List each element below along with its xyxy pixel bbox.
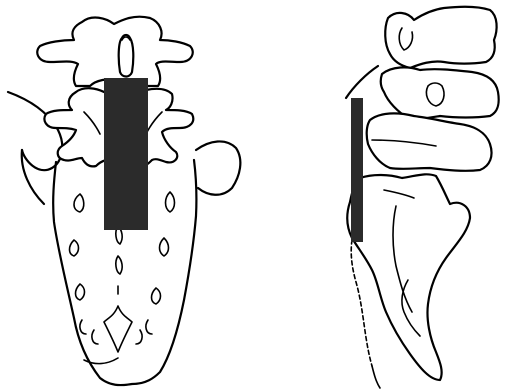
sacral-cornu-right	[136, 330, 142, 344]
lateral-sacrum	[347, 174, 470, 380]
foramen-l1	[74, 194, 84, 212]
median-crest-2	[116, 256, 122, 274]
lateral-vertebra-l5	[367, 113, 492, 170]
sacral-cornu-left	[92, 330, 98, 344]
foramen-l3	[76, 284, 85, 300]
lateral-dark-bar	[351, 98, 363, 242]
right-iliac-wing	[196, 141, 240, 194]
spinous-process-l4	[119, 35, 134, 77]
lateral-vertebra-l3	[385, 7, 496, 68]
foramen-r4	[146, 320, 152, 334]
foramen-r1	[166, 192, 175, 212]
lateral-coccyx	[372, 366, 380, 388]
lateral-anterior-contour	[346, 66, 378, 98]
lateral-vertebra-l4	[381, 67, 499, 118]
left-iliac-wing	[8, 92, 62, 170]
posterior-view	[8, 17, 240, 385]
sacral-hiatus	[104, 306, 132, 352]
foramen-r3	[152, 288, 161, 304]
vertebra-l4-posterior	[37, 17, 193, 86]
foramen-l4	[80, 320, 86, 334]
foramen-l2	[70, 240, 79, 256]
lateral-view	[346, 7, 499, 388]
foramen-r2	[160, 238, 169, 256]
posterior-dark-bar	[104, 78, 148, 230]
